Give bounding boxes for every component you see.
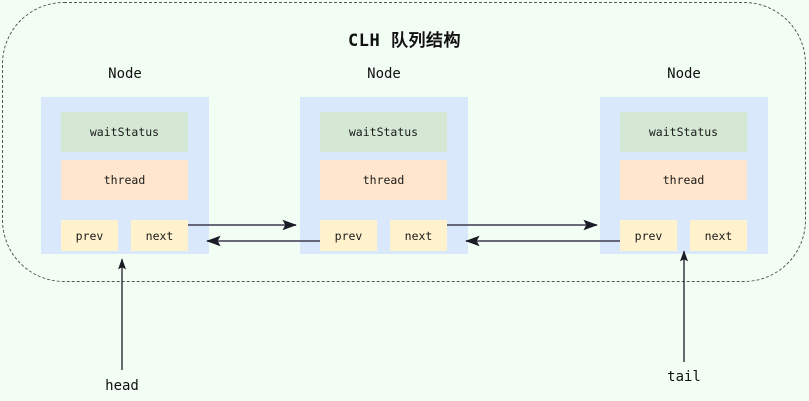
head-pointer-label: head (105, 378, 139, 394)
node-2-next-field: next (390, 220, 447, 251)
node-label-2: Node (367, 66, 401, 82)
node-card-1[interactable]: waitStatus thread prev next (41, 97, 209, 254)
node-3-next-field: next (690, 220, 747, 251)
node-label-3: Node (667, 66, 701, 82)
node-card-3[interactable]: waitStatus thread prev next (600, 97, 768, 254)
node-3-prev-field: prev (620, 220, 677, 251)
node-2-prev-field: prev (320, 220, 377, 251)
clh-queue-region (2, 2, 806, 282)
node-1-prev-field: prev (61, 220, 118, 251)
node-1-next-field: next (131, 220, 188, 251)
node-1-thread-field: thread (61, 160, 188, 200)
node-3-thread-field: thread (620, 160, 747, 200)
node-3-waitstatus-field: waitStatus (620, 112, 747, 152)
node-card-2[interactable]: waitStatus thread prev next (300, 97, 468, 254)
node-label-1: Node (108, 66, 142, 82)
page-title: CLH 队列结构 (348, 31, 461, 51)
node-2-thread-field: thread (320, 160, 447, 200)
node-1-waitstatus-field: waitStatus (61, 112, 188, 152)
node-2-waitstatus-field: waitStatus (320, 112, 447, 152)
tail-pointer-label: tail (667, 369, 701, 385)
